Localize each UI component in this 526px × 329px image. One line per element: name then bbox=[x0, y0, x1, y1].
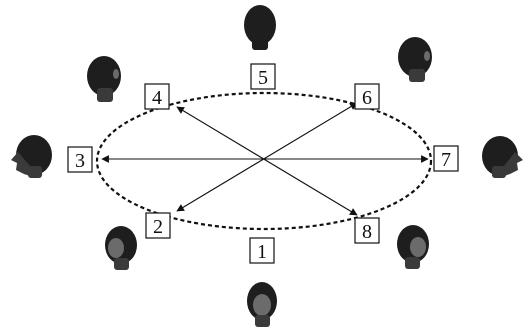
label-2: 2 bbox=[145, 212, 171, 239]
label-4: 4 bbox=[144, 83, 170, 110]
head-front-left-icon bbox=[105, 226, 137, 270]
label-7-text: 7 bbox=[441, 149, 451, 171]
head-back-icon bbox=[244, 5, 276, 50]
label-7: 7 bbox=[433, 145, 459, 172]
head-front-right-icon bbox=[397, 225, 429, 269]
label-4-text: 4 bbox=[152, 87, 162, 109]
label-5-text: 5 bbox=[258, 67, 268, 89]
head-back-right-icon bbox=[398, 37, 432, 82]
head-front-icon bbox=[247, 282, 277, 327]
label-2-text: 2 bbox=[153, 216, 163, 238]
label-8-text: 8 bbox=[362, 221, 372, 243]
head-back-left-icon bbox=[87, 56, 121, 102]
label-6: 6 bbox=[354, 83, 380, 110]
label-1: 1 bbox=[249, 237, 275, 264]
label-3-text: 3 bbox=[75, 150, 85, 172]
label-5: 5 bbox=[250, 63, 276, 90]
head-left-profile-icon bbox=[11, 135, 52, 178]
head-right-profile-icon bbox=[482, 136, 523, 178]
label-6-text: 6 bbox=[362, 87, 372, 109]
orbit-ellipse bbox=[95, 91, 433, 231]
label-1-text: 1 bbox=[257, 241, 267, 263]
arrow-4-8 bbox=[176, 106, 358, 216]
label-8: 8 bbox=[354, 217, 380, 244]
arrow-2-6 bbox=[176, 102, 358, 212]
label-3: 3 bbox=[67, 146, 93, 173]
